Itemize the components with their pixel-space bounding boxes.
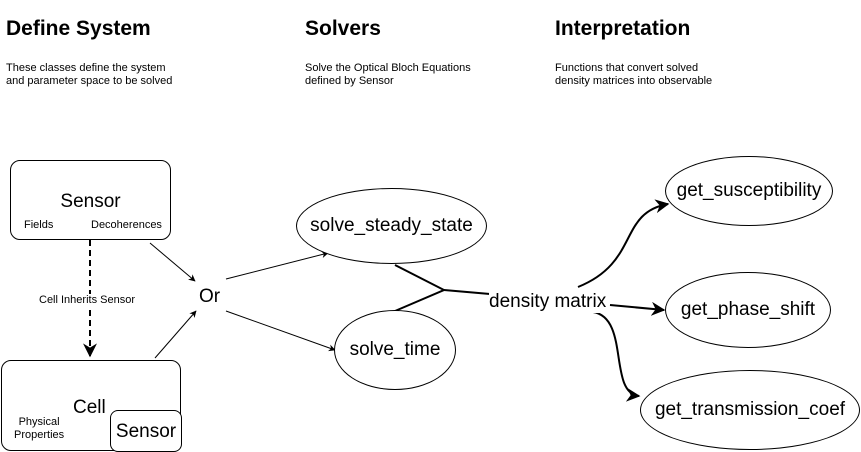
- sensor-box: Sensor Fields Decoherences: [10, 160, 171, 240]
- edge-density-to-transmission: [592, 311, 641, 402]
- get-phase-shift-label: get_phase_shift: [680, 299, 816, 320]
- edge-solvers-merge: [394, 264, 447, 312]
- or-label: Or: [199, 286, 221, 307]
- get-transmission-coef-label: get_transmission_coef: [654, 399, 846, 420]
- edge-density-to-susceptibility: [577, 199, 670, 288]
- density-matrix-label: density matrix: [489, 291, 607, 313]
- define-system-description: These classes define the system and para…: [6, 62, 173, 87]
- cell-physical-properties-label: Physical Properties: [14, 416, 65, 441]
- edge-or-to-steady: [225, 251, 329, 280]
- sensor-decoherences-label: Decoherences: [91, 219, 162, 231]
- sensor-fields-label: Fields: [24, 219, 54, 231]
- interpretation-description: Functions that convert solved density ma…: [555, 62, 713, 87]
- get-susceptibility-node: get_susceptibility: [665, 156, 833, 226]
- edge-density-to-phase: [609, 301, 666, 316]
- cell-label: Cell: [73, 397, 106, 418]
- sensor-label: Sensor: [60, 191, 121, 212]
- edge-sensor-to-or: [149, 242, 196, 282]
- cell-box: Cell Physical Properties Sensor: [1, 360, 182, 452]
- solve-time-label: solve_time: [349, 339, 441, 360]
- edge-merge-to-density: [443, 289, 491, 295]
- cell-inner-sensor-label: Sensor: [115, 421, 177, 442]
- edge-cell-to-or: [154, 310, 197, 359]
- cell-inner-sensor-box: Sensor: [110, 410, 182, 452]
- solve-steady-state-label: solve_steady_state: [310, 215, 473, 236]
- edge-or-to-time: [225, 310, 336, 352]
- solve-time-node: solve_time: [334, 310, 456, 390]
- define-system-title: Define System: [6, 17, 151, 40]
- get-susceptibility-label: get_susceptibility: [676, 180, 822, 201]
- interpretation-title: Interpretation: [555, 17, 691, 40]
- solve-steady-state-node: solve_steady_state: [296, 188, 487, 264]
- get-transmission-coef-node: get_transmission_coef: [640, 370, 860, 450]
- solvers-title: Solvers: [305, 17, 381, 40]
- inherit-label: Cell Inherits Sensor: [38, 294, 136, 307]
- get-phase-shift-node: get_phase_shift: [665, 272, 831, 348]
- solvers-description: Solve the Optical Bloch Equations define…: [305, 62, 471, 87]
